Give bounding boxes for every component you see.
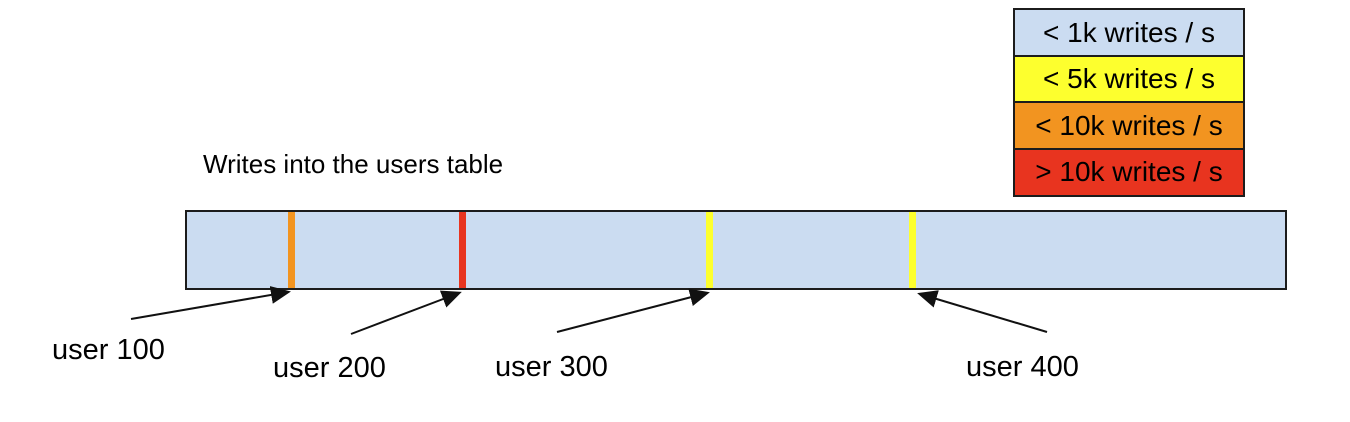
legend-item: > 10k writes / s <box>1013 147 1245 197</box>
legend-item-label: < 10k writes / s <box>1035 109 1223 141</box>
legend-item-label: < 5k writes / s <box>1043 63 1215 94</box>
users-table-bar <box>185 210 1287 290</box>
write-hotspot-stripe <box>909 212 916 288</box>
diagram-title: Writes into the users table <box>203 149 504 179</box>
user-200-label: user 200 <box>273 352 386 384</box>
arrow-user-200 <box>350 290 462 335</box>
arrow-user-300 <box>556 288 710 333</box>
legend-item: < 1k writes / s <box>1013 8 1245 57</box>
user-100-label: user 100 <box>52 334 165 366</box>
legend-item: < 5k writes / s <box>1013 54 1245 104</box>
legend: < 1k writes / s < 5k writes / s < 10k wr… <box>1013 8 1245 197</box>
write-hotspot-stripe <box>706 212 713 288</box>
write-hotspot-stripe <box>288 212 295 288</box>
legend-item: < 10k writes / s <box>1013 101 1245 150</box>
legend-item-label: > 10k writes / s <box>1035 156 1223 187</box>
arrow-user-400 <box>917 290 1048 333</box>
legend-item-label: < 1k writes / s <box>1043 16 1215 48</box>
user-300-label: user 300 <box>495 351 608 383</box>
write-hotspot-stripe <box>459 212 466 288</box>
user-400-label: user 400 <box>966 351 1079 383</box>
arrow-user-100 <box>130 286 291 320</box>
